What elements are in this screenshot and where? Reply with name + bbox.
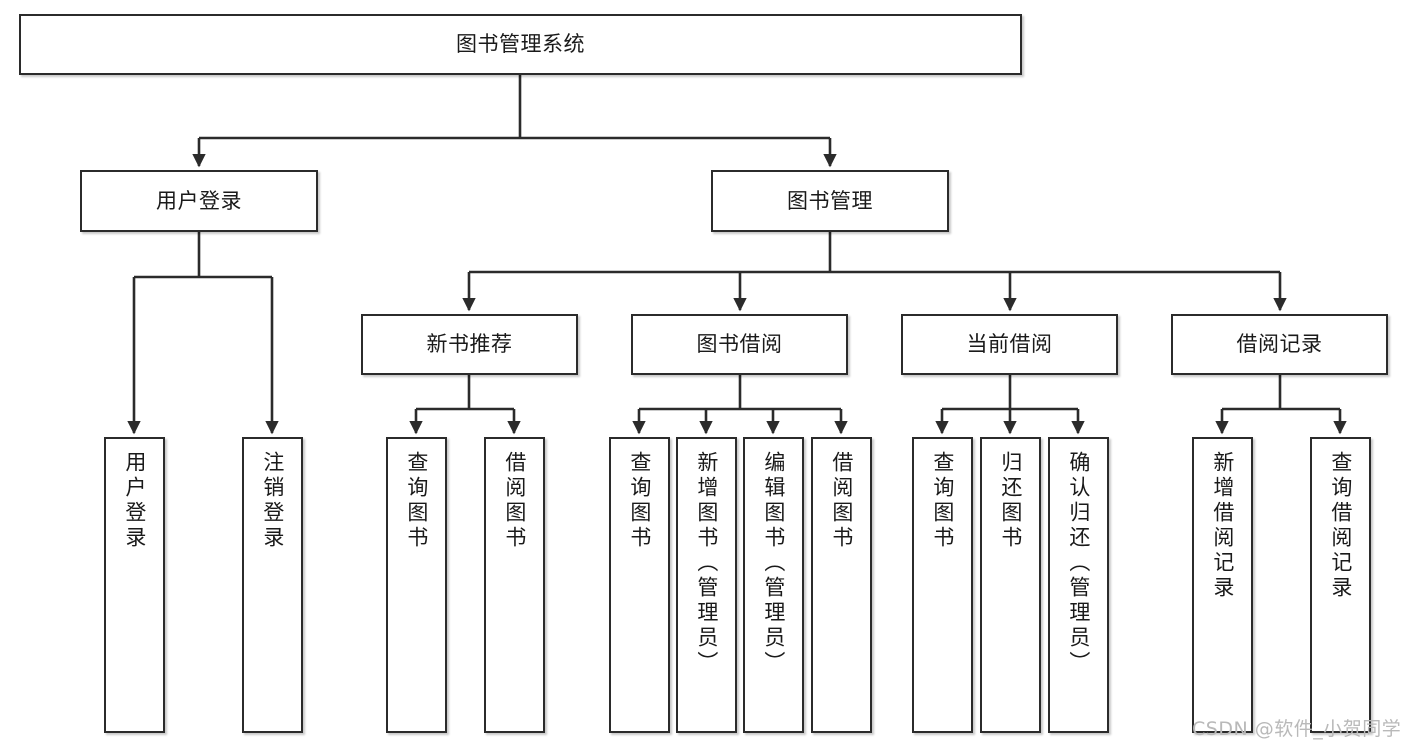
- node-leaf-query-record[interactable]: 查询借阅记录: [1310, 437, 1371, 733]
- node-book-borrow-label: 图书借阅: [696, 332, 783, 357]
- node-leaf-edit-book[interactable]: 编辑图书（管理员）: [743, 437, 804, 733]
- node-leaf-user-login[interactable]: 用户登录: [104, 437, 165, 733]
- node-leaf-query-book-3[interactable]: 查询图书: [912, 437, 973, 733]
- node-leaf-user-login-label: 用户登录: [122, 451, 147, 551]
- node-leaf-add-book-label: 新增图书（管理员）: [694, 451, 719, 676]
- node-leaf-query-book-1[interactable]: 查询图书: [386, 437, 447, 733]
- node-borrow-record[interactable]: 借阅记录: [1171, 314, 1388, 375]
- node-current-borrow-label: 当前借阅: [966, 332, 1053, 357]
- node-book-manage-label: 图书管理: [787, 188, 873, 213]
- node-leaf-query-book-2-label: 查询图书: [627, 451, 652, 551]
- node-leaf-confirm-return[interactable]: 确认归还（管理员）: [1048, 437, 1109, 733]
- node-leaf-return-book[interactable]: 归还图书: [980, 437, 1041, 733]
- node-leaf-add-record-label: 新增借阅记录: [1210, 451, 1235, 601]
- node-leaf-query-book-1-label: 查询图书: [404, 451, 429, 551]
- node-book-manage[interactable]: 图书管理: [711, 170, 949, 232]
- node-new-book-rec-label: 新书推荐: [426, 332, 513, 357]
- node-borrow-record-label: 借阅记录: [1236, 332, 1323, 357]
- node-leaf-add-record[interactable]: 新增借阅记录: [1192, 437, 1253, 733]
- node-root[interactable]: 图书管理系统: [19, 14, 1022, 75]
- node-leaf-add-book[interactable]: 新增图书（管理员）: [676, 437, 737, 733]
- node-leaf-return-book-label: 归还图书: [998, 451, 1023, 551]
- node-leaf-borrow-book-1[interactable]: 借阅图书: [484, 437, 545, 733]
- node-leaf-query-record-label: 查询借阅记录: [1328, 451, 1353, 601]
- node-leaf-query-book-3-label: 查询图书: [930, 451, 955, 551]
- node-leaf-edit-book-label: 编辑图书（管理员）: [761, 451, 786, 676]
- node-new-book-rec[interactable]: 新书推荐: [361, 314, 578, 375]
- node-leaf-logout[interactable]: 注销登录: [242, 437, 303, 733]
- node-leaf-query-book-2[interactable]: 查询图书: [609, 437, 670, 733]
- node-leaf-confirm-return-label: 确认归还（管理员）: [1066, 451, 1091, 676]
- node-leaf-borrow-book-2[interactable]: 借阅图书: [811, 437, 872, 733]
- node-leaf-borrow-book-1-label: 借阅图书: [502, 451, 527, 551]
- node-root-label: 图书管理系统: [456, 32, 585, 57]
- node-user-login-label: 用户登录: [156, 188, 242, 213]
- csdn-watermark: CSDN @软件_小贺同学: [1192, 718, 1402, 740]
- node-current-borrow[interactable]: 当前借阅: [901, 314, 1118, 375]
- node-leaf-borrow-book-2-label: 借阅图书: [829, 451, 854, 551]
- node-leaf-logout-label: 注销登录: [260, 451, 285, 551]
- node-user-login[interactable]: 用户登录: [80, 170, 318, 232]
- node-book-borrow[interactable]: 图书借阅: [631, 314, 848, 375]
